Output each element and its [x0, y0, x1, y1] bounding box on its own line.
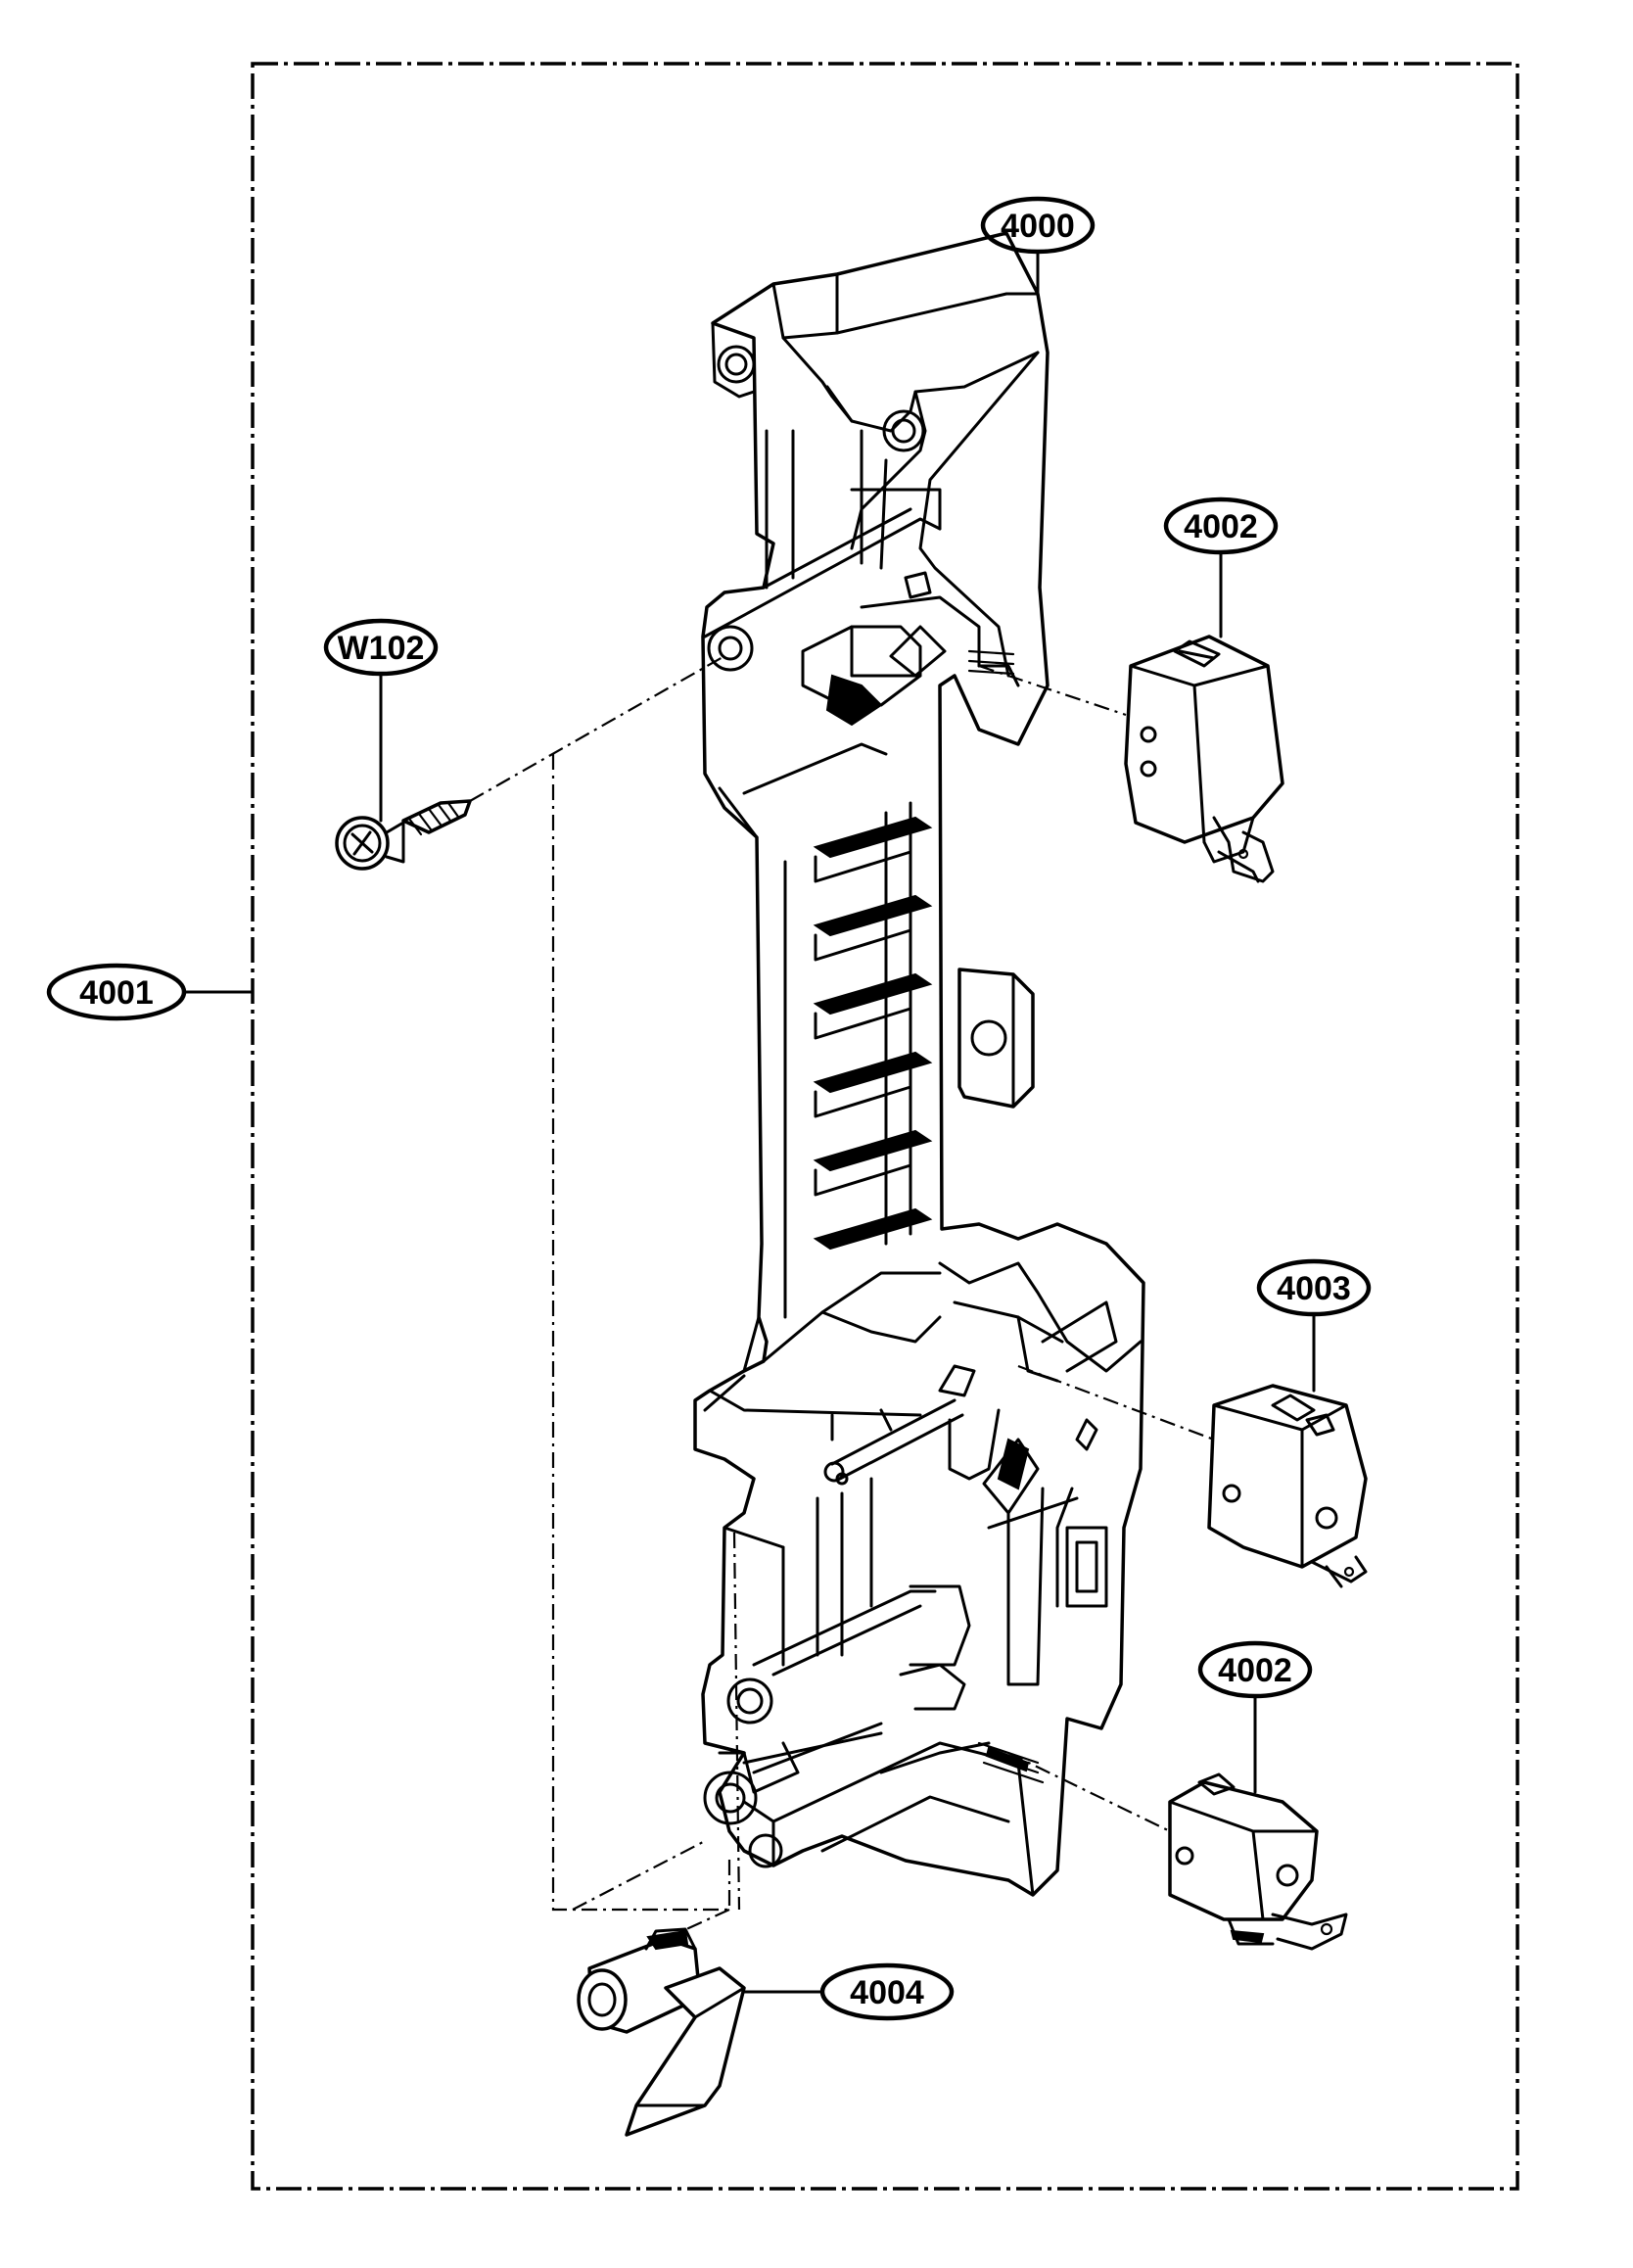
- callout-w102: W102: [323, 618, 439, 677]
- assembly-frame: [251, 62, 1519, 2191]
- callout-4002-upper-label: 4002: [1184, 508, 1258, 545]
- switch-4002-lower: [1168, 1772, 1348, 1951]
- callout-4001: 4001: [46, 963, 187, 1021]
- callout-4000: 4000: [980, 196, 1096, 255]
- callout-4002-upper: 4002: [1163, 496, 1279, 555]
- callout-4002-lower-label: 4002: [1218, 1652, 1292, 1689]
- callout-4000-label: 4000: [1001, 208, 1075, 245]
- callout-4002-lower: 4002: [1197, 1640, 1313, 1699]
- door-latch-housing: [693, 231, 1145, 1897]
- screw-w102: [335, 799, 472, 871]
- assembly-guide-lines: [469, 655, 1215, 1936]
- housing-rungs: [813, 816, 933, 1251]
- lever-4004: [577, 1927, 746, 2137]
- callout-4001-label: 4001: [79, 974, 154, 1012]
- callout-4003: 4003: [1256, 1258, 1372, 1317]
- callout-4004-label: 4004: [850, 1974, 924, 2011]
- callout-4004: 4004: [819, 1962, 955, 2021]
- callout-leader-lines: [182, 250, 1316, 1994]
- switch-4003-middle: [1207, 1384, 1368, 1588]
- switch-4002-upper: [1124, 635, 1284, 883]
- callout-w102-label: W102: [338, 630, 425, 667]
- callout-4003-label: 4003: [1277, 1270, 1351, 1307]
